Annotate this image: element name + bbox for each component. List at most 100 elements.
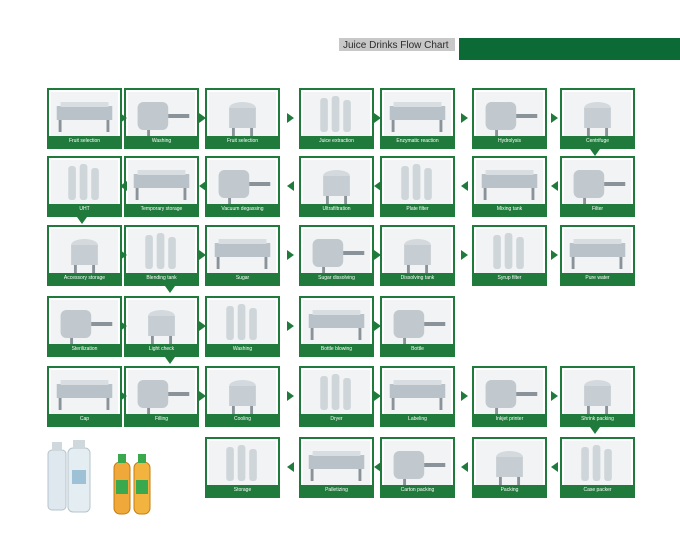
step-label: Accessory storage xyxy=(49,273,120,284)
step-label: Palletizing xyxy=(301,485,372,496)
step-card: Sugar dissolving xyxy=(299,225,374,286)
machine-icon xyxy=(128,300,195,344)
machine-icon xyxy=(51,300,118,344)
title-bar: Juice Drinks Flow Chart xyxy=(339,38,680,60)
machine-icon xyxy=(209,441,276,485)
title-gray-block xyxy=(339,38,455,51)
step-card: Filter xyxy=(560,156,635,217)
step-label: UHT xyxy=(49,204,120,215)
step-label: Plate filter xyxy=(382,204,453,215)
step-card: Case packer xyxy=(560,437,635,498)
arrow-right-icon xyxy=(286,391,294,401)
arrow-left-icon xyxy=(374,462,381,472)
arrow-right-icon xyxy=(286,321,294,331)
step-label: Bottle blowing xyxy=(301,344,372,355)
step-card: Sterilization xyxy=(47,296,122,357)
step-card: Sugar xyxy=(205,225,280,286)
step-label: Carton packing xyxy=(382,485,453,496)
step-label: Shrink packing xyxy=(562,414,633,425)
page-title: Juice Drinks Flow Chart xyxy=(343,40,449,51)
machine-icon xyxy=(303,92,370,136)
arrow-right-icon xyxy=(120,391,127,401)
step-label: Hydrolysis xyxy=(474,136,545,147)
machine-icon xyxy=(476,160,543,204)
machine-icon xyxy=(51,160,118,204)
step-label: Pure water xyxy=(562,273,633,284)
step-card: Hydrolysis xyxy=(472,88,547,149)
step-label: Filter xyxy=(562,204,633,215)
step-label: Cap xyxy=(49,414,120,425)
step-card: Dissolving tank xyxy=(380,225,455,286)
machine-icon xyxy=(384,229,451,273)
step-card: Ultrafiltration xyxy=(299,156,374,217)
arrow-down-icon xyxy=(165,357,175,364)
arrow-left-icon xyxy=(550,462,558,472)
machine-icon xyxy=(303,441,370,485)
step-card: Cap xyxy=(47,366,122,427)
machine-icon xyxy=(564,370,631,414)
arrow-down-icon xyxy=(590,149,600,156)
step-card: Vacuum degassing xyxy=(205,156,280,217)
step-label: Storage xyxy=(207,485,278,496)
arrow-down-icon xyxy=(77,217,87,224)
step-card: Fruit selection xyxy=(205,88,280,149)
arrow-right-icon xyxy=(460,113,468,123)
machine-icon xyxy=(303,370,370,414)
machine-icon xyxy=(476,92,543,136)
step-label: Centrifuge xyxy=(562,136,633,147)
arrow-right-icon xyxy=(120,113,127,123)
step-label: Light check xyxy=(126,344,197,355)
step-label: Mixing tank xyxy=(474,204,545,215)
arrow-left-icon xyxy=(460,462,468,472)
machine-icon xyxy=(476,441,543,485)
step-label: Washing xyxy=(126,136,197,147)
step-card: Shrink packing xyxy=(560,366,635,427)
step-card: Filling xyxy=(124,366,199,427)
machine-icon xyxy=(51,229,118,273)
step-card: Packing xyxy=(472,437,547,498)
step-card: Blending tank xyxy=(124,225,199,286)
arrow-right-icon xyxy=(460,250,468,260)
arrow-left-icon xyxy=(286,181,294,191)
step-label: Temporary storage xyxy=(126,204,197,215)
machine-icon xyxy=(209,160,276,204)
step-label: Blending tank xyxy=(126,273,197,284)
machine-icon xyxy=(384,92,451,136)
arrow-right-icon xyxy=(460,391,468,401)
step-label: Filling xyxy=(126,414,197,425)
machine-icon xyxy=(128,160,195,204)
step-label: Ultrafiltration xyxy=(301,204,372,215)
machine-icon xyxy=(128,92,195,136)
arrow-right-icon xyxy=(374,113,381,123)
step-card: Enzymatic reaction xyxy=(380,88,455,149)
arrow-left-icon xyxy=(199,181,206,191)
machine-icon xyxy=(384,300,451,344)
machine-icon xyxy=(564,229,631,273)
machine-icon xyxy=(128,370,195,414)
step-card: Labeling xyxy=(380,366,455,427)
arrow-right-icon xyxy=(199,250,206,260)
step-card: Cooling xyxy=(205,366,280,427)
arrow-right-icon xyxy=(550,391,558,401)
step-label: Fruit selection xyxy=(49,136,120,147)
arrow-right-icon xyxy=(374,391,381,401)
step-label: Sterilization xyxy=(49,344,120,355)
step-card: Temporary storage xyxy=(124,156,199,217)
step-card: Pure water xyxy=(560,225,635,286)
machine-icon xyxy=(303,300,370,344)
product-bottles-icon xyxy=(46,440,156,520)
step-label: Bottle xyxy=(382,344,453,355)
machine-icon xyxy=(476,229,543,273)
arrow-right-icon xyxy=(286,250,294,260)
arrow-down-icon xyxy=(590,427,600,434)
step-card: Dryer xyxy=(299,366,374,427)
step-label: Dryer xyxy=(301,414,372,425)
step-card: Carton packing xyxy=(380,437,455,498)
machine-icon xyxy=(209,370,276,414)
arrow-right-icon xyxy=(199,391,206,401)
arrow-right-icon xyxy=(550,250,558,260)
arrow-left-icon xyxy=(120,181,127,191)
arrow-down-icon xyxy=(165,286,175,293)
machine-icon xyxy=(476,370,543,414)
machine-icon xyxy=(209,92,276,136)
